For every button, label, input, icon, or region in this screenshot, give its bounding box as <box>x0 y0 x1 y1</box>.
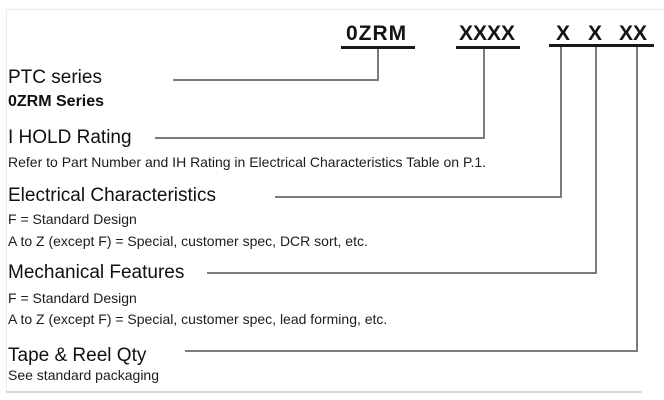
section-note-tape-reel: See standard packaging <box>8 367 159 383</box>
section-line2-mechanical: A to Z (except F) = Special, customer sp… <box>8 311 388 327</box>
connector-vertical-tapereel <box>636 47 638 352</box>
section-title-ptc-series: PTC series <box>8 67 102 88</box>
connector-vertical-electrical <box>560 47 562 198</box>
section-line1-mechanical: F = Standard Design <box>8 290 137 306</box>
connector-horizontal-mechanical <box>207 272 597 274</box>
section-title-tape-reel-qty: Tape & Reel Qty <box>8 345 147 366</box>
section-note-ihold-rating: Refer to Part Number and IH Rating in El… <box>8 154 487 170</box>
connector-vertical-series <box>377 49 379 81</box>
connector-vertical-ihold <box>483 49 485 139</box>
section-line1-electrical: F = Standard Design <box>8 211 137 227</box>
section-title-electrical-characteristics: Electrical Characteristics <box>8 185 216 206</box>
underline-xgroup <box>549 44 654 47</box>
part-number-segment-series: 0ZRM <box>346 22 408 45</box>
underline-series <box>341 46 415 49</box>
section-line2-electrical: A to Z (except F) = Special, customer sp… <box>8 233 368 249</box>
part-number-segment-ihold: XXXX <box>459 22 516 45</box>
section-subtitle-0zrm-series: 0ZRM Series <box>8 93 105 110</box>
connector-horizontal-ihold <box>155 137 485 139</box>
part-number-segment-mechanical: X <box>588 22 603 45</box>
part-number-segment-electrical: X <box>556 22 571 45</box>
faint-left-border <box>6 9 7 390</box>
faint-bottom-border <box>6 391 642 393</box>
section-title-mechanical-features: Mechanical Features <box>8 262 185 283</box>
connector-horizontal-tapereel <box>185 350 638 352</box>
faint-top-border <box>6 9 664 10</box>
connector-vertical-mechanical <box>595 47 597 274</box>
part-number-segment-tapereel: XX <box>619 22 648 45</box>
connector-horizontal-series <box>173 79 379 81</box>
section-title-ihold-rating: I HOLD Rating <box>8 127 132 148</box>
underline-ihold <box>456 46 520 49</box>
connector-horizontal-electrical <box>275 196 562 198</box>
